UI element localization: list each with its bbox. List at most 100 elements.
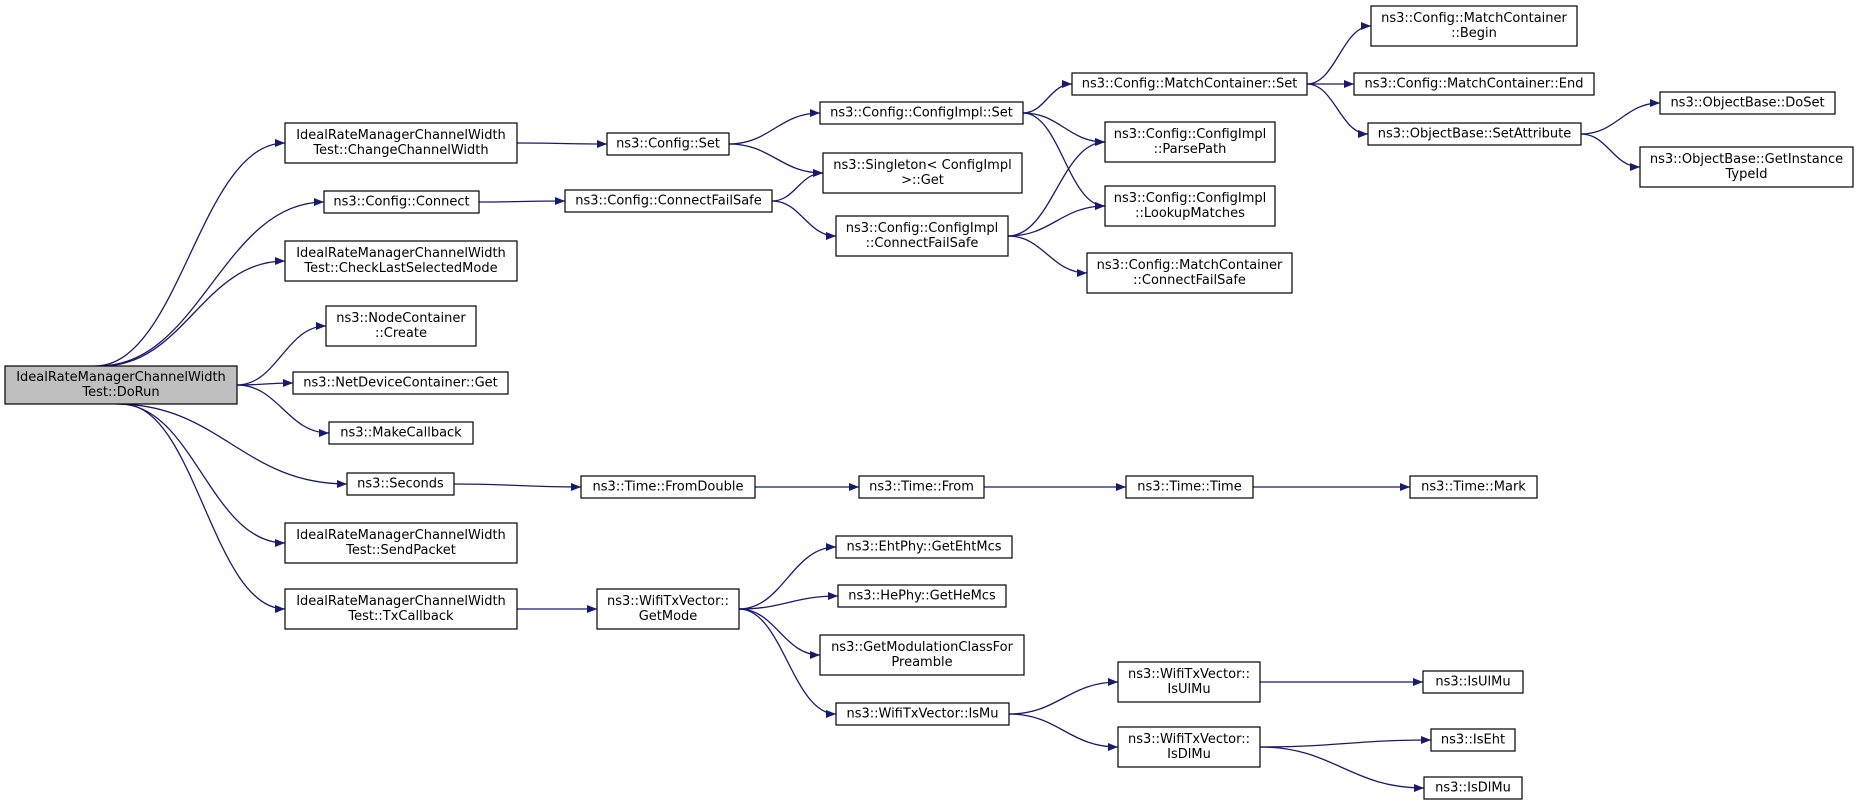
edge-wifi-tx-vector-is-dl-mu-to-is-eht xyxy=(1259,736,1432,748)
node-box xyxy=(1409,475,1538,499)
node-label: IdealRateManagerChannelWidth xyxy=(296,594,506,609)
node-config-impl-parse-path[interactable]: ns3::Config::ConfigImpl::ParsePath xyxy=(1104,121,1276,163)
node-config-set[interactable]: ns3::Config::Set xyxy=(606,132,730,156)
edge-root-to-check-last-selected-mode xyxy=(101,257,286,367)
node-config-connect-fail-safe[interactable]: ns3::Config::ConnectFailSafe xyxy=(564,189,773,213)
node-label: IsDlMu xyxy=(1167,747,1211,762)
node-label: ns3::WifiTxVector:: xyxy=(1128,667,1250,682)
node-config-impl-set[interactable]: ns3::Config::ConfigImpl::Set xyxy=(819,101,1024,125)
node-box xyxy=(1117,661,1261,703)
edge-wifi-tx-vector-is-mu-to-wifi-tx-vector-is-dl-mu xyxy=(1008,713,1119,751)
node-change-channel-width[interactable]: IdealRateManagerChannelWidthTest::Change… xyxy=(284,122,518,164)
node-label: ns3::IsUlMu xyxy=(1435,675,1510,690)
node-box xyxy=(346,472,455,496)
node-node-container-create[interactable]: ns3::NodeContainer::Create xyxy=(325,305,477,347)
node-label: ns3::Config::Set xyxy=(616,137,720,152)
node-send-packet[interactable]: IdealRateManagerChannelWidthTest::SendPa… xyxy=(284,522,518,564)
edge-root-to-make-callback xyxy=(236,384,330,437)
node-label: IsUlMu xyxy=(1167,682,1210,697)
edge-match-container-set-to-object-base-set-attribute xyxy=(1306,83,1369,138)
node-label: ::ConnectFailSafe xyxy=(866,236,979,251)
node-object-base-do-set[interactable]: ns3::ObjectBase::DoSet xyxy=(1659,91,1836,115)
node-match-container-set[interactable]: ns3::Config::MatchContainer::Set xyxy=(1071,72,1308,96)
node-match-container-connect-fail-safe[interactable]: ns3::Config::MatchContainer::ConnectFail… xyxy=(1086,252,1293,294)
node-label: ::ParsePath xyxy=(1154,142,1227,157)
node-singleton-get[interactable]: ns3::Singleton< ConfigImpl>::Get xyxy=(822,152,1023,194)
node-label: ns3::GetModulationClassFor xyxy=(831,640,1014,655)
edge-config-impl-set-to-config-impl-lookup-matches xyxy=(1022,112,1106,210)
node-box xyxy=(292,371,509,395)
edge-wifi-tx-vector-is-mu-to-wifi-tx-vector-is-ul-mu xyxy=(1008,678,1119,715)
node-match-container-end[interactable]: ns3::Config::MatchContainer::End xyxy=(1353,72,1595,96)
node-label: ns3::ObjectBase::DoSet xyxy=(1670,96,1824,111)
node-wifi-tx-vector-get-mode[interactable]: ns3::WifiTxVector::GetMode xyxy=(596,588,740,630)
edge-root-to-seconds xyxy=(115,403,348,488)
node-config-impl-lookup-matches[interactable]: ns3::Config::ConfigImpl::LookupMatches xyxy=(1104,185,1276,227)
node-label: GetMode xyxy=(639,609,698,624)
node-seconds[interactable]: ns3::Seconds xyxy=(346,472,455,496)
node-label: ns3::Config::MatchContainer xyxy=(1097,258,1283,273)
node-is-ul-mu[interactable]: ns3::IsUlMu xyxy=(1422,670,1524,694)
node-box xyxy=(1370,5,1578,47)
node-box xyxy=(819,634,1025,676)
node-object-base-set-attribute[interactable]: ns3::ObjectBase::SetAttribute xyxy=(1367,122,1582,146)
node-check-last-selected-mode[interactable]: IdealRateManagerChannelWidthTest::CheckL… xyxy=(284,240,518,282)
edge-wifi-tx-vector-get-mode-to-eht-phy-get-eht-mcs xyxy=(738,543,837,610)
node-label: ns3::Config::ConfigImpl xyxy=(1114,191,1267,206)
node-box xyxy=(284,240,518,282)
node-label: IdealRateManagerChannelWidth xyxy=(296,246,506,261)
node-tx-callback[interactable]: IdealRateManagerChannelWidthTest::TxCall… xyxy=(284,588,518,630)
edge-wifi-tx-vector-get-mode-to-get-modulation-class-for-preamble xyxy=(738,608,821,659)
node-wifi-tx-vector-is-ul-mu[interactable]: ns3::WifiTxVector::IsUlMu xyxy=(1117,661,1261,703)
node-box xyxy=(1367,122,1582,146)
node-box xyxy=(835,215,1009,257)
node-time-from[interactable]: ns3::Time::From xyxy=(858,475,985,499)
node-label: ::Begin xyxy=(1451,26,1497,41)
node-box xyxy=(328,421,474,445)
node-wifi-tx-vector-is-mu[interactable]: ns3::WifiTxVector::IsMu xyxy=(835,702,1010,726)
edge-config-set-to-config-impl-set xyxy=(728,109,821,145)
node-config-impl-connect-fail-safe[interactable]: ns3::Config::ConfigImpl::ConnectFailSafe xyxy=(835,215,1009,257)
node-make-callback[interactable]: ns3::MakeCallback xyxy=(328,421,474,445)
node-label: IdealRateManagerChannelWidth xyxy=(296,128,506,143)
edges-layer xyxy=(94,22,1661,792)
node-he-phy-get-he-mcs[interactable]: ns3::HePhy::GetHeMcs xyxy=(837,584,1007,608)
node-label: ns3::NodeContainer xyxy=(336,311,466,326)
node-label: Test::CheckLastSelectedMode xyxy=(303,261,497,276)
node-label: ns3::MakeCallback xyxy=(340,426,462,441)
node-match-container-begin[interactable]: ns3::Config::MatchContainer::Begin xyxy=(1370,5,1578,47)
edge-wifi-tx-vector-get-mode-to-wifi-tx-vector-is-mu xyxy=(738,608,837,718)
node-box xyxy=(1125,475,1254,499)
node-box xyxy=(580,475,756,499)
node-box xyxy=(596,588,740,630)
node-time-mark[interactable]: ns3::Time::Mark xyxy=(1409,475,1538,499)
node-label: ns3::Config::ConfigImpl xyxy=(846,221,999,236)
node-time-time[interactable]: ns3::Time::Time xyxy=(1125,475,1254,499)
node-label: ns3::Seconds xyxy=(357,477,444,492)
edge-config-connect-fail-safe-to-config-impl-connect-fail-safe xyxy=(771,200,837,240)
node-is-eht[interactable]: ns3::IsEht xyxy=(1430,728,1516,752)
node-box xyxy=(1430,728,1516,752)
node-label: IdealRateManagerChannelWidth xyxy=(16,370,226,385)
node-label: ns3::IsEht xyxy=(1441,733,1505,748)
node-label: ns3::HePhy::GetHeMcs xyxy=(848,589,996,604)
node-label: ns3::Singleton< ConfigImpl xyxy=(833,158,1011,173)
node-label: ns3::NetDeviceContainer::Get xyxy=(303,376,498,391)
node-label: ns3::WifiTxVector::IsMu xyxy=(846,707,998,722)
node-box xyxy=(858,475,985,499)
node-is-dl-mu[interactable]: ns3::IsDlMu xyxy=(1423,776,1523,800)
edge-root-to-node-container-create xyxy=(236,322,327,386)
node-net-device-container-get[interactable]: ns3::NetDeviceContainer::Get xyxy=(292,371,509,395)
node-wifi-tx-vector-is-dl-mu[interactable]: ns3::WifiTxVector::IsDlMu xyxy=(1117,726,1261,768)
node-box xyxy=(1104,121,1276,163)
node-eht-phy-get-eht-mcs[interactable]: ns3::EhtPhy::GetEhtMcs xyxy=(835,535,1013,559)
node-label: >::Get xyxy=(901,173,944,188)
node-box xyxy=(1422,670,1524,694)
node-config-connect[interactable]: ns3::Config::Connect xyxy=(323,190,480,214)
node-time-from-double[interactable]: ns3::Time::FromDouble xyxy=(580,475,756,499)
edge-config-impl-connect-fail-safe-to-config-impl-parse-path xyxy=(1007,138,1106,237)
